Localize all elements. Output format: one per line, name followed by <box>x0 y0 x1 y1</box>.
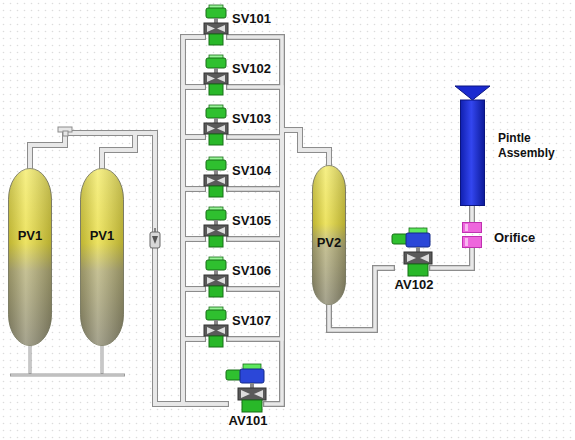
sv-symbol <box>203 257 229 297</box>
sv-node: SV104 <box>203 157 229 197</box>
tank-node: PV1 <box>8 168 52 346</box>
valve-tag: SV106 <box>232 263 271 278</box>
orifice-symbol <box>462 222 482 248</box>
valve-tag: SV105 <box>232 213 271 228</box>
tee-fitting <box>58 127 72 136</box>
pipe-outline <box>432 248 472 268</box>
sv-node: SV107 <box>203 307 229 347</box>
tank-stand <box>10 344 125 375</box>
label-text: SV102 <box>232 61 271 76</box>
valve-tag: SV103 <box>232 111 271 126</box>
tank-label: PV1 <box>90 228 115 243</box>
pipe <box>30 133 203 404</box>
sv-symbol <box>203 5 229 45</box>
pipe <box>229 37 329 165</box>
valve-tag: SV102 <box>232 61 271 76</box>
label-text: Pintle Assembly <box>498 131 555 160</box>
pintle-symbol <box>460 86 485 206</box>
valve-tag: SV107 <box>232 313 271 328</box>
tank-label: PV2 <box>317 235 342 250</box>
pipe <box>432 248 472 268</box>
label-text: SV107 <box>232 313 271 328</box>
part-label: Pintle Assembly <box>498 131 572 161</box>
av-node: AV101 <box>226 364 266 412</box>
pipe-outline <box>30 133 226 404</box>
pipe-outline <box>30 37 203 404</box>
valve-tag: AV101 <box>229 413 268 428</box>
tank-stand-inner <box>11 346 124 375</box>
pipe-outline <box>30 133 203 404</box>
tank-node: PV1 <box>80 168 124 346</box>
label-text: PV1 <box>18 228 43 243</box>
sv-symbol <box>203 105 229 145</box>
sv-node: SV101 <box>203 5 229 45</box>
orifice-node: Orifice <box>462 222 482 248</box>
pipe-outline <box>469 206 475 222</box>
pintle-node: Pintle Assembly <box>460 86 485 206</box>
pipe <box>30 133 203 404</box>
av-symbol <box>226 364 266 412</box>
sv-node: SV105 <box>203 207 229 247</box>
tank-symbol <box>8 168 52 346</box>
tank-symbol <box>80 168 124 346</box>
part-label: Orifice <box>494 230 535 245</box>
sv-node: SV106 <box>203 257 229 297</box>
pipe <box>470 206 474 222</box>
av-symbol <box>392 228 432 276</box>
pressure-gauge <box>150 228 160 248</box>
pipe-outline <box>30 133 203 404</box>
label-text: Orifice <box>494 230 535 245</box>
pipe <box>30 133 226 404</box>
sv-node: SV102 <box>203 55 229 95</box>
pipe <box>30 37 203 404</box>
label-text: SV103 <box>232 111 271 126</box>
label-text: SV105 <box>232 213 271 228</box>
label-text: AV101 <box>229 413 268 428</box>
sv-symbol <box>203 157 229 197</box>
pipe <box>30 133 203 404</box>
label-text: PV2 <box>317 235 342 250</box>
valve-tag: SV104 <box>232 163 271 178</box>
valve-tag: SV101 <box>232 11 271 26</box>
pipe <box>229 87 329 165</box>
pipe-outline <box>30 133 203 404</box>
sv-symbol <box>203 307 229 347</box>
pipe-outline <box>30 133 203 404</box>
tank-label: PV1 <box>18 228 43 243</box>
pipe <box>30 133 203 404</box>
pipe-outline <box>30 133 203 404</box>
label-text: AV102 <box>395 277 434 292</box>
valve-tag: AV102 <box>395 277 434 292</box>
tank-node: PV2 <box>312 165 346 305</box>
sv-node: SV103 <box>203 105 229 145</box>
label-text: SV106 <box>232 263 271 278</box>
sv-symbol <box>203 55 229 95</box>
av-node: AV102 <box>392 228 432 276</box>
label-text: PV1 <box>90 228 115 243</box>
sv-symbol <box>203 207 229 247</box>
label-text: SV101 <box>232 11 271 26</box>
pipe <box>229 130 329 165</box>
label-text: SV104 <box>232 163 271 178</box>
pipe <box>30 133 203 404</box>
